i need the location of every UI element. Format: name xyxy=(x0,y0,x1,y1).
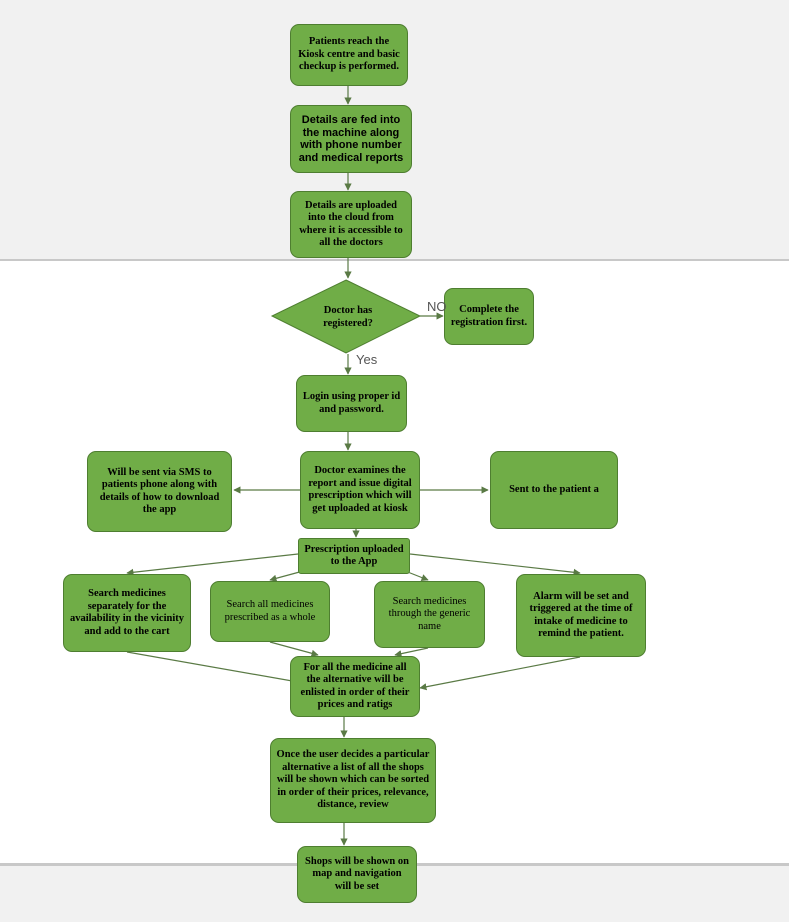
node-search-all: Search all medicines prescribed as a who… xyxy=(210,581,330,642)
node-shops-map: Shops will be shown on map and navigatio… xyxy=(297,846,417,903)
edge-search-generic-alternatives xyxy=(394,647,429,658)
node-sms: Will be sent via SMS to patients phone a… xyxy=(87,451,232,532)
node-details-fed: Details are fed into the machine along w… xyxy=(290,105,412,173)
node-doctor-examines: Doctor examines the report and issue dig… xyxy=(300,451,420,529)
edge-label-no: NO xyxy=(427,299,447,314)
node-cloud-upload: Details are uploaded into the cloud from… xyxy=(290,191,412,258)
node-search-separately: Search medicines separately for the avai… xyxy=(63,574,191,652)
edge-search-separate-alternatives xyxy=(126,651,316,688)
node-alarm: Alarm will be set and triggered at the t… xyxy=(516,574,646,657)
edge-prescription-search-separate xyxy=(126,553,299,576)
edge-alarm-alternatives xyxy=(419,656,581,691)
decision-diamond xyxy=(270,279,422,354)
decision-label: Doctor has registered? xyxy=(323,305,373,329)
edge-search-all-alternatives xyxy=(269,641,319,657)
top-band-edge xyxy=(0,259,789,261)
node-alternatives: For all the medicine all the alternative… xyxy=(290,656,420,717)
node-prescription-uploaded: Prescription uploaded to the App xyxy=(298,538,410,574)
node-login: Login using proper id and password. xyxy=(296,375,407,432)
node-complete-registration: Complete the registration first. xyxy=(444,288,534,345)
node-kiosk-checkup: Patients reach the Kiosk centre and basi… xyxy=(290,24,408,86)
edge-label-yes: Yes xyxy=(356,352,378,367)
node-shops-list: Once the user decides a particular alter… xyxy=(270,738,436,823)
node-sent-to-patient: Sent to the patient a xyxy=(490,451,618,529)
edge-prescription-alarm xyxy=(409,553,581,576)
node-search-generic: Search medicines through the generic nam… xyxy=(374,581,485,648)
